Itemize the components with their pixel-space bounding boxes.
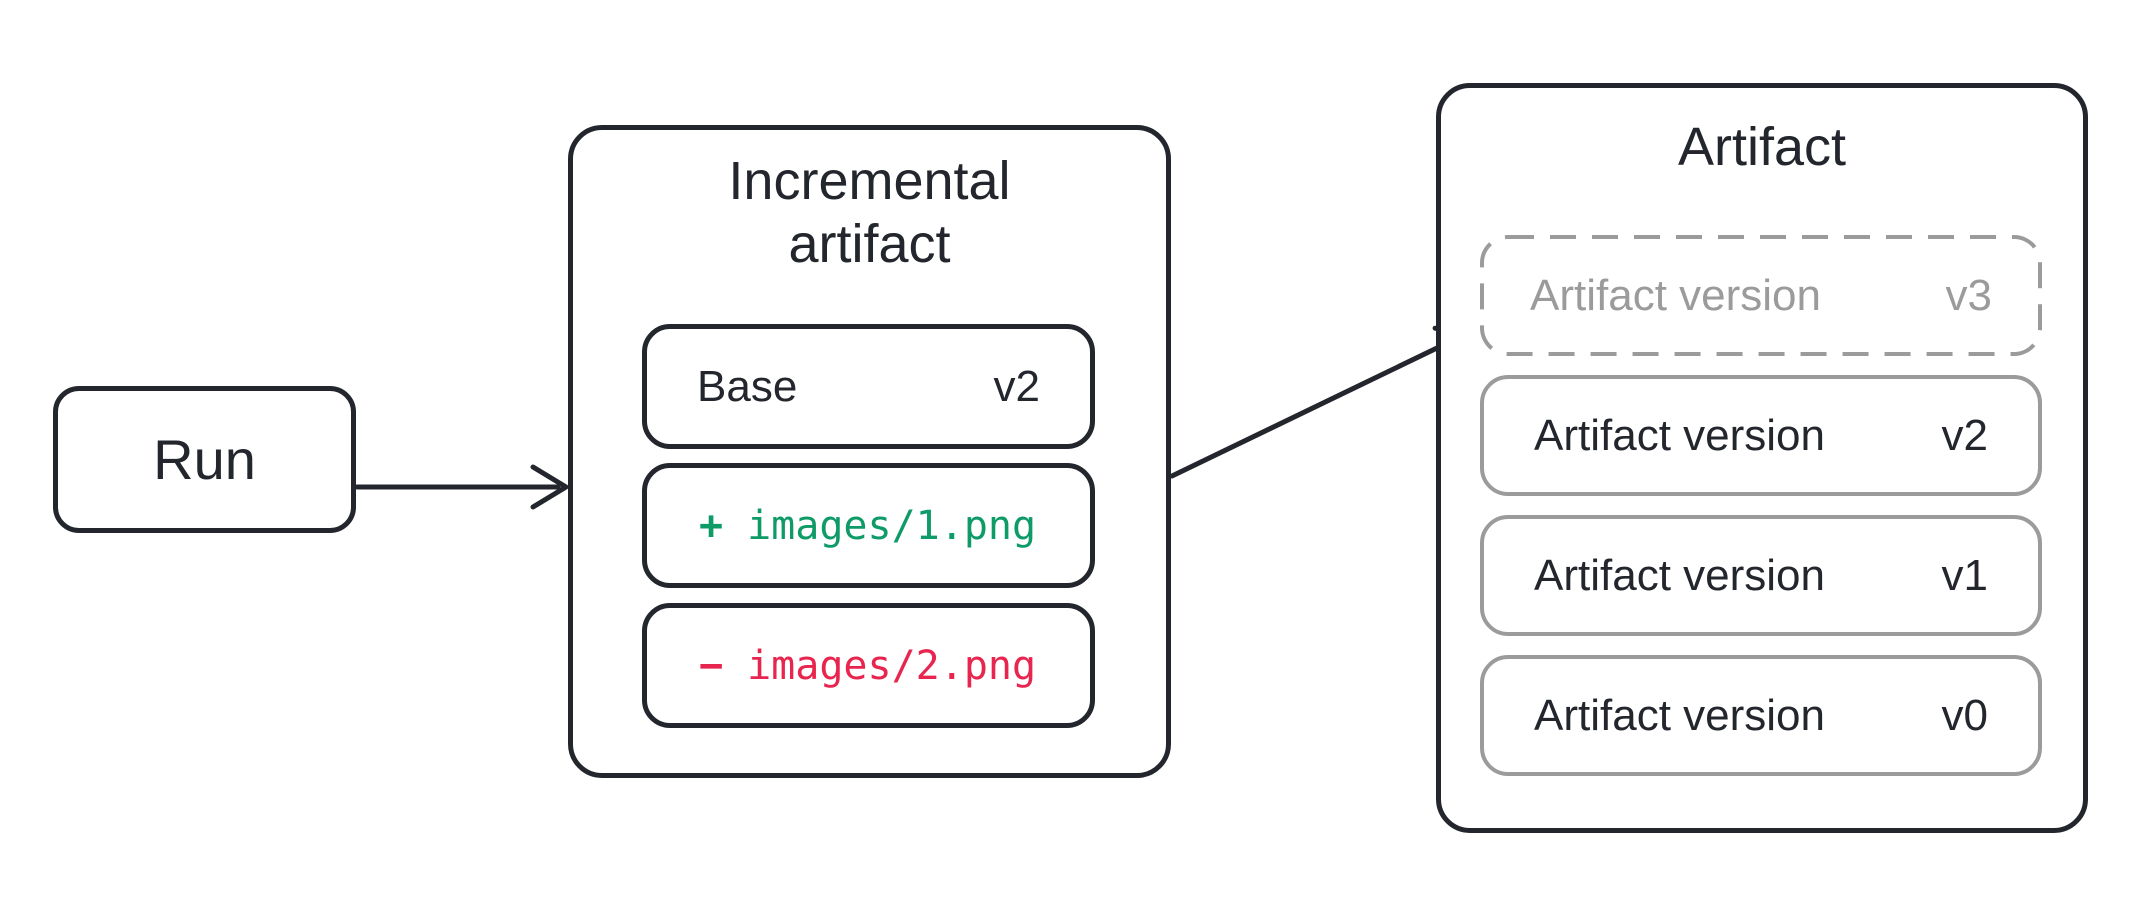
artifact-version-tag: v1 [1941,550,1988,600]
arrowhead-icon [530,464,569,510]
title-line-1: Incremental [728,151,1011,211]
removed-file-path: images/2.png [747,642,1037,689]
artifact-version-row: Artifact version v2 [1480,375,2042,496]
incremental-artifact-title: Incremental artifact [573,150,1166,275]
incremental-to-artifact-arrow [1169,325,1476,479]
added-file-path: images/1.png [747,502,1037,549]
run-label: Run [153,428,256,491]
incremental-artifact-node: Incremental artifact Base v2 + images/1.… [568,125,1171,778]
artifact-title: Artifact [1677,117,1847,177]
artifact-version-row: Artifact version v1 [1480,515,2042,636]
run-node: Run [53,386,356,533]
artifact-version-label: Artifact version [1534,550,1825,600]
base-label: Base [697,361,798,411]
arrow-line [1169,331,1469,479]
artifact-version-tag: v2 [1941,410,1988,460]
artifact-version-label: Artifact version [1534,690,1825,740]
run-to-incremental-arrow [354,464,569,510]
artifact-version-label: Artifact version [1530,270,1821,320]
artifact-version-label: Artifact version [1534,410,1825,460]
artifact-node: Artifact Artifact version v3 Artifact ve… [1436,83,2088,833]
removed-file-entry: − images/2.png [642,603,1095,728]
dashed-outline [1480,235,2042,356]
title-line-2: artifact [788,213,951,274]
artifact-version-tag: v3 [1945,270,1992,320]
added-file-entry: + images/1.png [642,463,1095,588]
plus-sign-icon: + [699,502,724,549]
base-version-entry: Base v2 [642,324,1095,449]
base-version-tag: v2 [993,361,1040,411]
minus-sign-icon: − [699,642,724,689]
artifact-version-row: Artifact version v0 [1480,655,2042,776]
artifact-version-tag: v0 [1941,690,1988,740]
pending-artifact-version-row: Artifact version v3 [1480,235,2042,356]
